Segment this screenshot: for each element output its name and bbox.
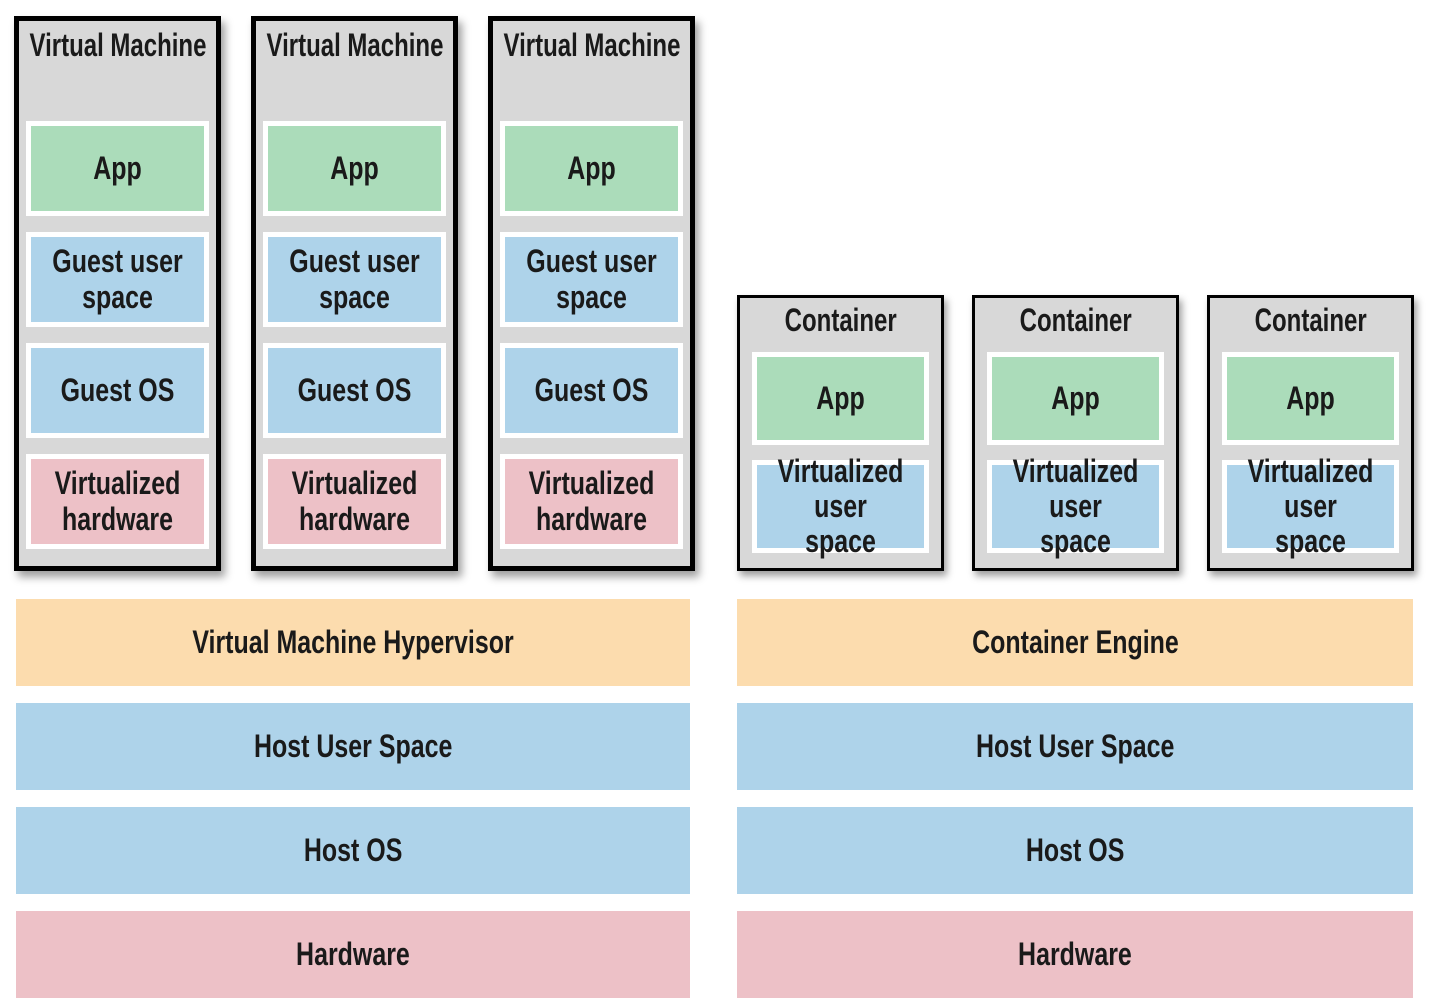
container-title: Container <box>1210 298 1411 344</box>
vm-title-label: Virtual Machine <box>503 27 680 64</box>
band-container-engine-label: Container Engine <box>971 623 1179 660</box>
band-container-engine: Container Engine <box>737 599 1413 686</box>
band-hardware: Hardware <box>16 911 690 998</box>
band-hardware: Hardware <box>737 911 1413 998</box>
vm-layers: App Guest user space Guest OS Virtualize… <box>19 121 216 565</box>
container-title: Container <box>975 298 1176 344</box>
layer-app: App <box>263 121 446 216</box>
band-host-os-label: Host OS <box>1025 831 1125 868</box>
vm-layers: App Guest user space Guest OS Virtualize… <box>493 121 690 565</box>
vm-title: Virtual Machine <box>256 21 453 71</box>
layer-guest-user-space-label: Guest user space <box>289 243 420 315</box>
layer-guest-user-space-label: Guest user space <box>52 243 183 315</box>
band-host-user-space-label: Host User Space <box>253 727 453 764</box>
layer-app: App <box>1222 352 1399 445</box>
container-box-2: Container App Virtualized user space <box>972 295 1179 571</box>
band-host-user-space-label: Host User Space <box>975 727 1175 764</box>
container-layers: App Virtualized user space <box>740 352 941 568</box>
layer-virtualized-user-space-label: Virtualized user space <box>777 452 904 560</box>
layer-guest-os: Guest OS <box>263 343 446 438</box>
band-hardware-label: Hardware <box>296 935 410 972</box>
layer-virtualized-hardware: Virtualized hardware <box>263 454 446 549</box>
layer-app: App <box>26 121 209 216</box>
band-vm-hypervisor: Virtual Machine Hypervisor <box>16 599 690 686</box>
band-host-os: Host OS <box>16 807 690 894</box>
container-title: Container <box>740 298 941 344</box>
layer-virtualized-user-space: Virtualized user space <box>1222 453 1399 559</box>
layer-virtualized-user-space: Virtualized user space <box>752 453 929 559</box>
band-vm-hypervisor-label: Virtual Machine Hypervisor <box>192 623 514 660</box>
vm-title: Virtual Machine <box>493 21 690 71</box>
band-host-user-space: Host User Space <box>737 703 1413 790</box>
layer-virtualized-user-space-label: Virtualized user space <box>1247 452 1374 560</box>
layer-virtualized-user-space-label: Virtualized user space <box>1012 452 1139 560</box>
layer-app-label: App <box>1286 379 1335 416</box>
vm-box-2: Virtual Machine App Guest user space Gue… <box>251 16 458 571</box>
layer-virtualized-hardware: Virtualized hardware <box>500 454 683 549</box>
layer-app-label: App <box>816 379 865 416</box>
layer-virtualized-hardware-label: Virtualized hardware <box>528 465 655 537</box>
layer-guest-os-label: Guest OS <box>297 371 412 408</box>
layer-virtualized-hardware: Virtualized hardware <box>26 454 209 549</box>
vm-box-1: Virtual Machine App Guest user space Gue… <box>14 16 221 571</box>
band-host-user-space: Host User Space <box>16 703 690 790</box>
layer-guest-user-space: Guest user space <box>263 232 446 327</box>
layer-app-label: App <box>567 149 616 186</box>
container-host-bands: Container Engine Host User Space Host OS… <box>737 599 1413 998</box>
container-box-1: Container App Virtualized user space <box>737 295 944 571</box>
container-title-label: Container <box>1019 302 1132 339</box>
container-layers: App Virtualized user space <box>1210 352 1411 568</box>
layer-virtualized-hardware-label: Virtualized hardware <box>291 465 418 537</box>
layer-guest-user-space: Guest user space <box>500 232 683 327</box>
band-host-os: Host OS <box>737 807 1413 894</box>
vm-title-label: Virtual Machine <box>29 27 206 64</box>
container-title-label: Container <box>784 302 897 339</box>
layer-app-label: App <box>93 149 142 186</box>
layer-guest-os: Guest OS <box>500 343 683 438</box>
layer-app: App <box>752 352 929 445</box>
container-box-3: Container App Virtualized user space <box>1207 295 1414 571</box>
container-title-label: Container <box>1254 302 1367 339</box>
layer-guest-user-space: Guest user space <box>26 232 209 327</box>
layer-app: App <box>500 121 683 216</box>
layer-app-label: App <box>330 149 379 186</box>
layer-virtualized-hardware-label: Virtualized hardware <box>54 465 181 537</box>
vm-title-label: Virtual Machine <box>266 27 443 64</box>
layer-app-label: App <box>1051 379 1100 416</box>
layer-app: App <box>987 352 1164 445</box>
band-host-os-label: Host OS <box>303 831 403 868</box>
vm-box-3: Virtual Machine App Guest user space Gue… <box>488 16 695 571</box>
vm-title: Virtual Machine <box>19 21 216 71</box>
layer-guest-os-label: Guest OS <box>534 371 649 408</box>
band-hardware-label: Hardware <box>1018 935 1132 972</box>
vm-layers: App Guest user space Guest OS Virtualize… <box>256 121 453 565</box>
vm-group: Virtual Machine App Guest user space Gue… <box>14 16 695 571</box>
layer-guest-os-label: Guest OS <box>60 371 175 408</box>
container-group: Container App Virtualized user space Con… <box>737 295 1414 571</box>
layer-guest-user-space-label: Guest user space <box>526 243 657 315</box>
layer-virtualized-user-space: Virtualized user space <box>987 453 1164 559</box>
container-layers: App Virtualized user space <box>975 352 1176 568</box>
vm-host-bands: Virtual Machine Hypervisor Host User Spa… <box>16 599 690 998</box>
layer-guest-os: Guest OS <box>26 343 209 438</box>
